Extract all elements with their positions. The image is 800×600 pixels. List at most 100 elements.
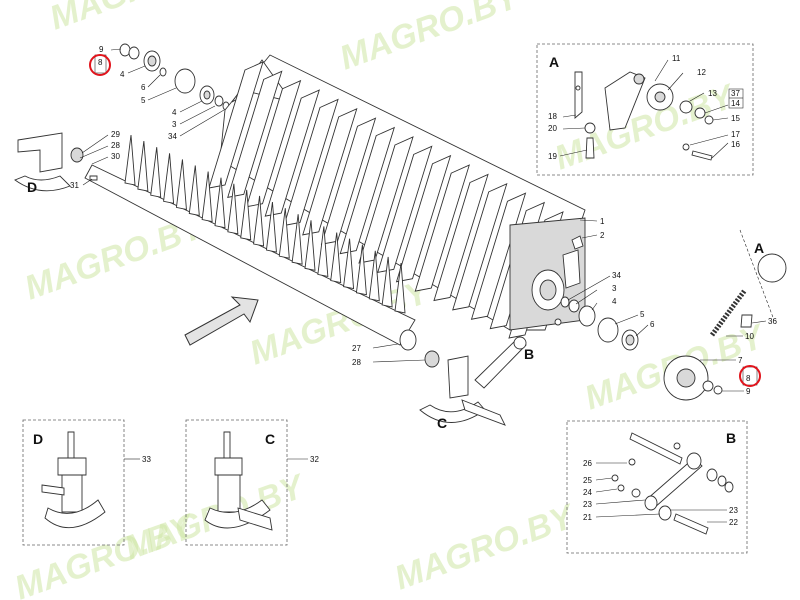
highlight-ring-8 bbox=[89, 54, 111, 76]
callout-10: 10 bbox=[745, 332, 754, 341]
drum-rib bbox=[264, 89, 320, 217]
callout-26: 26 bbox=[583, 459, 592, 468]
tensioner-plate bbox=[604, 71, 646, 131]
watermark: MAGRO.BY bbox=[390, 497, 582, 598]
drum-rib bbox=[227, 70, 283, 198]
callout-24: 24 bbox=[583, 488, 592, 497]
direction-arrow-icon bbox=[184, 296, 259, 346]
view-label-d: D bbox=[27, 179, 37, 195]
drum-rib bbox=[302, 108, 358, 236]
fitting-part-36 bbox=[740, 314, 753, 328]
drum-rib bbox=[452, 183, 508, 311]
comb-tooth bbox=[124, 134, 136, 186]
drum-hub-bore bbox=[539, 279, 557, 301]
watermark: MAGRO.BY bbox=[45, 0, 237, 38]
callout-13: 13 bbox=[708, 89, 717, 98]
drum-rib bbox=[433, 173, 489, 302]
bracket-hole bbox=[575, 85, 581, 91]
comb-tooth bbox=[137, 141, 149, 192]
callout-28: 28 bbox=[111, 141, 120, 150]
bracket-part-33 bbox=[41, 431, 106, 529]
callout-18: 18 bbox=[548, 112, 557, 121]
ring-part-14 bbox=[694, 107, 706, 119]
callout-14: 14 bbox=[731, 99, 740, 108]
callout-9: 9 bbox=[99, 45, 104, 54]
center-bracket-assembly bbox=[419, 336, 527, 426]
shaft-end bbox=[399, 329, 417, 351]
bolt-part-2 bbox=[571, 235, 584, 250]
callout-4: 4 bbox=[172, 108, 177, 117]
bearing-part-13 bbox=[679, 100, 693, 114]
callout-8: 8 bbox=[746, 374, 751, 383]
callout-23: 23 bbox=[583, 500, 592, 509]
comb-tooth bbox=[278, 208, 290, 259]
view-label-a: A bbox=[754, 240, 764, 256]
detail-label-c: C bbox=[265, 431, 275, 447]
comb-tooth bbox=[355, 244, 367, 296]
callout-15: 15 bbox=[731, 114, 740, 123]
linkage-assembly-b bbox=[611, 432, 734, 535]
drum-rib bbox=[245, 79, 302, 208]
detail-label-b: B bbox=[726, 430, 736, 446]
callout-19: 19 bbox=[548, 152, 557, 161]
watermark: MAGRO.BY bbox=[10, 507, 202, 600]
comb-tooth bbox=[150, 147, 162, 198]
comb-tooth bbox=[163, 153, 175, 204]
callout-23: 23 bbox=[729, 506, 738, 515]
ring-part-15 bbox=[704, 115, 714, 125]
callout-2: 2 bbox=[600, 231, 605, 240]
detail-box-c bbox=[185, 419, 288, 546]
callout-6: 6 bbox=[141, 83, 146, 92]
callout-37: 37 bbox=[731, 89, 740, 98]
comb-tooth bbox=[253, 195, 265, 247]
callout-1: 1 bbox=[600, 217, 605, 226]
detail-box-a bbox=[536, 43, 754, 176]
detail-label-a: A bbox=[549, 54, 559, 70]
highlight-ring-8 bbox=[739, 365, 761, 387]
comb-tooth bbox=[291, 214, 303, 265]
callout-31: 31 bbox=[70, 181, 79, 190]
watermark: MAGRO.BY bbox=[335, 0, 527, 78]
callout-9: 9 bbox=[746, 387, 751, 396]
bushing-part-28 bbox=[424, 350, 440, 368]
callout-34: 34 bbox=[612, 271, 621, 280]
drum-rib bbox=[283, 98, 339, 227]
callout-22: 22 bbox=[729, 518, 738, 527]
comb-tooth bbox=[381, 256, 393, 308]
chain-part-10 bbox=[709, 288, 748, 337]
right-bearing-stack bbox=[560, 296, 639, 351]
comb-tooth bbox=[317, 226, 329, 277]
drum-fixing bbox=[554, 318, 562, 326]
callout-16: 16 bbox=[731, 140, 740, 149]
comb-tooth bbox=[368, 250, 380, 302]
callout-29: 29 bbox=[111, 130, 120, 139]
bracket-part-18 bbox=[574, 71, 583, 119]
comb-tooth bbox=[227, 183, 239, 235]
callout-3: 3 bbox=[612, 284, 617, 293]
callout-4: 4 bbox=[120, 70, 125, 79]
callout-36: 36 bbox=[768, 317, 777, 326]
nut-part-20 bbox=[584, 122, 596, 134]
comb-tooth bbox=[265, 201, 277, 253]
callout-17: 17 bbox=[731, 130, 740, 139]
callout-8: 8 bbox=[98, 58, 103, 67]
drum-rib bbox=[208, 61, 264, 189]
ring-part-8 bbox=[702, 380, 714, 392]
ring-part-9 bbox=[713, 385, 723, 395]
comb-tooth bbox=[175, 159, 187, 210]
bolt-part-19 bbox=[585, 137, 595, 159]
callout-4: 4 bbox=[612, 297, 617, 306]
view-label-b: B bbox=[524, 346, 534, 362]
callout-20: 20 bbox=[548, 124, 557, 133]
bracket-part-32 bbox=[204, 431, 273, 531]
comb-tooth bbox=[394, 262, 406, 314]
callout-11: 11 bbox=[672, 54, 681, 63]
callout-32: 32 bbox=[310, 455, 319, 464]
plate-pivot bbox=[633, 73, 645, 85]
comb-tooth bbox=[343, 238, 355, 290]
callout-34: 34 bbox=[168, 132, 177, 141]
sprocket-part-7 bbox=[663, 355, 709, 401]
comb-tooth bbox=[330, 232, 342, 284]
bolt-part-16 bbox=[691, 150, 713, 161]
